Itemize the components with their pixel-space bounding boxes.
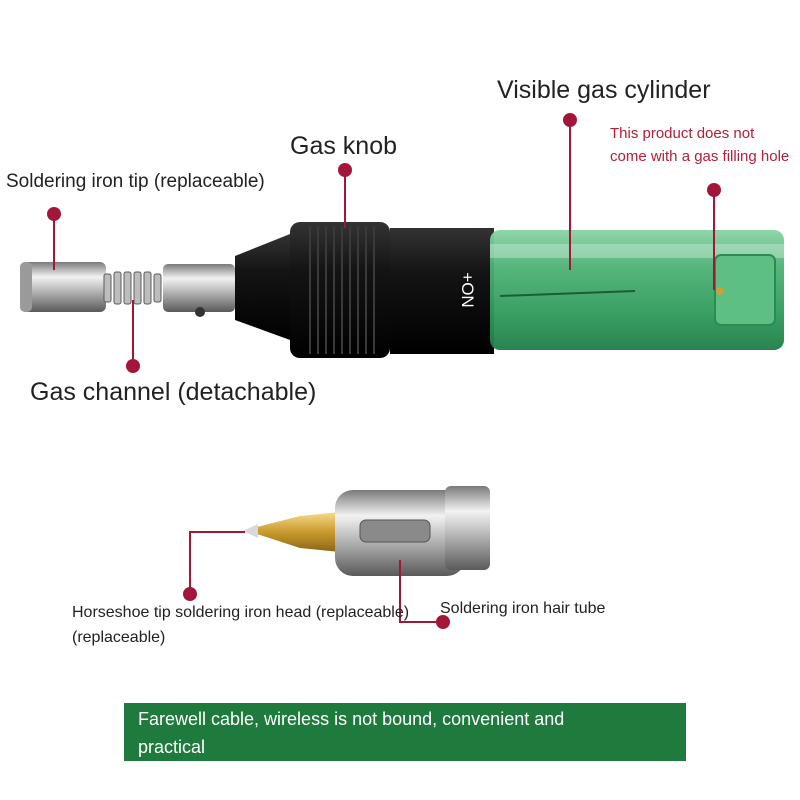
torch-nozzle <box>235 234 290 340</box>
knob-marker <box>338 163 352 177</box>
tip-marker <box>47 207 61 221</box>
channel-marker <box>126 359 140 373</box>
horseshoe-line-1: Horseshoe tip soldering iron head (repla… <box>72 604 410 621</box>
on-marking: +ON <box>458 272 477 307</box>
callouts <box>53 120 715 623</box>
gas-channel <box>163 264 235 312</box>
tip-label: Soldering iron tip (replaceable) <box>6 171 265 192</box>
note-line-1: This product does not <box>610 125 755 142</box>
gas-cylinder <box>490 230 784 350</box>
note-line-2: come with a gas filling hole <box>610 148 790 165</box>
hair-tube-label: Soldering iron hair tube <box>440 600 606 617</box>
knob-label: Gas knob <box>290 132 398 160</box>
horseshoe-marker <box>183 587 197 601</box>
callout-dots <box>47 113 721 629</box>
horseshoe-line-2: (replaceable) <box>72 629 166 646</box>
banner-line-2: practical <box>138 737 206 757</box>
spring <box>103 271 162 305</box>
gas-hole-note: This product does not come with a gas fi… <box>610 122 800 168</box>
horseshoe-tip-assembly <box>243 486 490 576</box>
soldering-torch <box>20 222 784 358</box>
note-marker <box>707 183 721 197</box>
cylinder-marker <box>563 113 577 127</box>
horseshoe-tip <box>245 512 340 552</box>
cylinder-label: Visible gas cylinder <box>497 76 711 104</box>
horseshoe-label: Horseshoe tip soldering iron head (repla… <box>72 600 452 650</box>
banner-line-1: Farewell cable, wireless is not bound, c… <box>138 709 565 729</box>
hair-tube-marker <box>436 615 450 629</box>
torch-body <box>390 228 494 354</box>
channel-label: Gas channel (detachable) <box>30 378 317 406</box>
soldering-tip <box>20 262 106 312</box>
feature-banner: Farewell cable, wireless is not bound, c… <box>124 703 686 761</box>
